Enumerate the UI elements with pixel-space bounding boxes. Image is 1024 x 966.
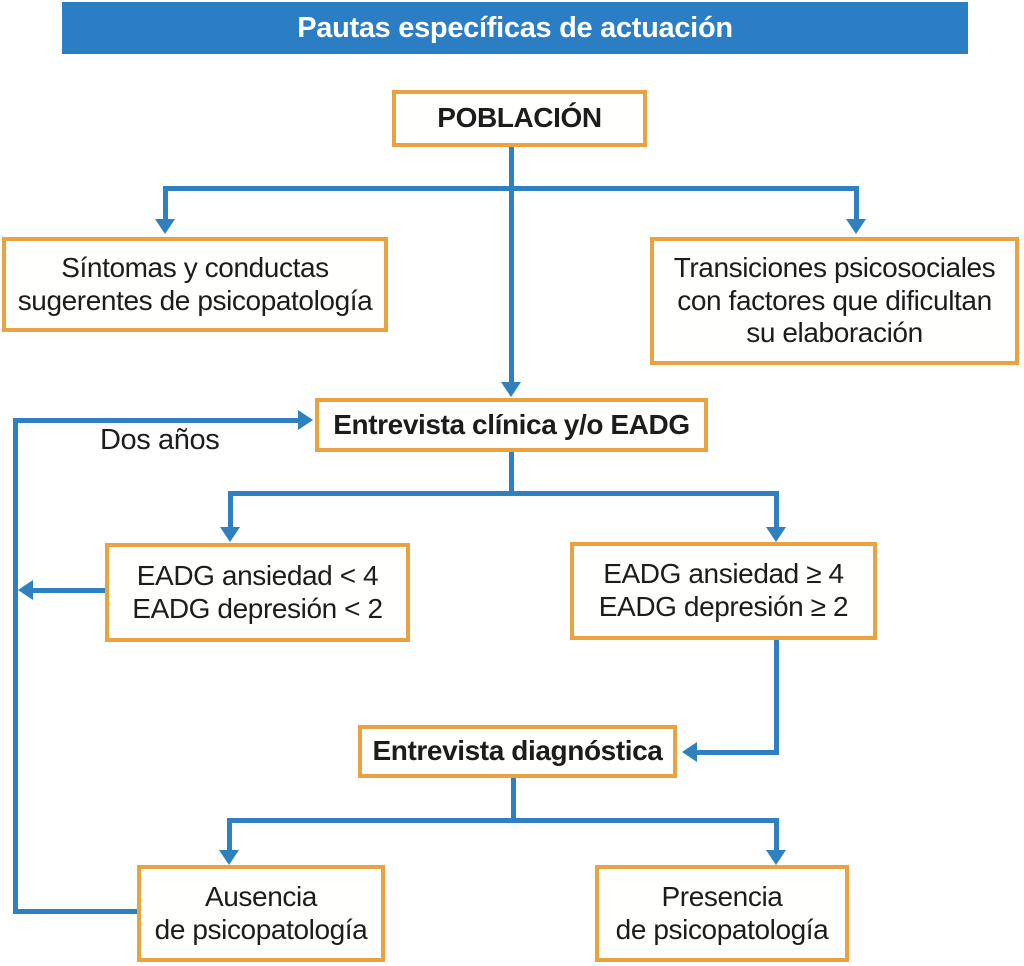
- connector-eadg-alto-down: [774, 640, 779, 755]
- connector-diagnostica-down: [511, 778, 516, 822]
- node-sintomas-label: Síntomas y conductas sugerentes de psico…: [17, 251, 373, 316]
- connector-poblacion-down: [509, 147, 514, 383]
- arrowhead-into-sintomas: [155, 219, 175, 234]
- arrowhead-into-ausencia: [219, 850, 239, 865]
- connector-loop-top-horizontal: [13, 418, 298, 423]
- node-sintomas: Síntomas y conductas sugerentes de psico…: [2, 237, 388, 332]
- edge-label-dos-anos: Dos años: [100, 424, 220, 456]
- node-ausencia-label: Ausencia de psicopatología: [154, 880, 368, 945]
- node-entrevista-clinica-label: Entrevista clínica y/o EADG: [333, 408, 690, 440]
- connector-mid-horizontal: [228, 491, 779, 496]
- connector-bottom-right-down: [774, 818, 779, 851]
- connector-loop-vertical: [13, 418, 18, 914]
- connector-top-horizontal: [163, 186, 859, 191]
- node-poblacion: POBLACIÓN: [392, 90, 647, 147]
- arrowhead-loop-into-entrevista-clinica: [298, 410, 313, 430]
- node-presencia-label: Presencia de psicopatología: [615, 880, 829, 945]
- connector-top-left-down: [163, 186, 168, 219]
- arrowhead-into-entrevista-diagnostica: [682, 742, 697, 762]
- node-entrevista-clinica: Entrevista clínica y/o EADG: [315, 398, 708, 452]
- connector-into-diagnostica-horizontal: [696, 750, 779, 755]
- arrowhead-eadg-bajo-to-loop: [18, 580, 33, 600]
- connector-bottom-left-down: [227, 818, 232, 851]
- node-eadg-bajo-label: EADG ansiedad < 4 EADG depresión < 2: [132, 559, 383, 624]
- node-poblacion-label: POBLACIÓN: [437, 102, 602, 134]
- node-eadg-alto: EADG ansiedad ≥ 4 EADG depresión ≥ 2: [570, 542, 877, 640]
- node-ausencia: Ausencia de psicopatología: [137, 865, 385, 962]
- connector-top-right-down: [854, 186, 859, 219]
- connector-loop-bottom-horizontal: [13, 909, 137, 914]
- connector-mid-left-down: [228, 491, 233, 527]
- arrowhead-into-presencia: [766, 850, 786, 865]
- arrowhead-into-entrevista-clinica: [501, 382, 521, 397]
- connector-eadg-bajo-out: [32, 588, 105, 593]
- page-title: Pautas específicas de actuación: [297, 11, 733, 44]
- node-transiciones-label: Transiciones psicosociales con factores …: [673, 251, 996, 349]
- header-banner: Pautas específicas de actuación: [62, 2, 968, 54]
- node-eadg-bajo: EADG ansiedad < 4 EADG depresión < 2: [105, 543, 410, 642]
- node-transiciones: Transiciones psicosociales con factores …: [650, 237, 1019, 365]
- connector-bottom-horizontal: [227, 818, 779, 823]
- node-eadg-alto-label: EADG ansiedad ≥ 4 EADG depresión ≥ 2: [598, 558, 849, 622]
- connector-clinica-down: [509, 452, 514, 493]
- connector-mid-right-down: [774, 491, 779, 527]
- arrowhead-into-eadg-bajo: [220, 527, 240, 542]
- node-presencia: Presencia de psicopatología: [595, 865, 849, 962]
- node-entrevista-diagnostica-label: Entrevista diagnóstica: [372, 735, 663, 767]
- arrowhead-into-eadg-alto: [766, 527, 786, 542]
- arrowhead-into-transiciones: [846, 219, 866, 234]
- node-entrevista-diagnostica: Entrevista diagnóstica: [358, 725, 677, 778]
